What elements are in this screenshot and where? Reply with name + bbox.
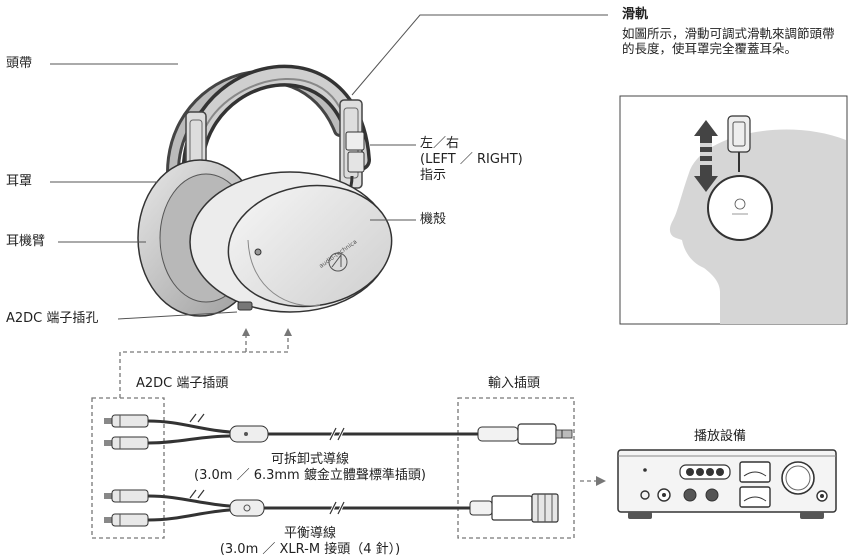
label-jack: A2DC 端子插孔 <box>6 311 99 326</box>
xlr-plug <box>469 493 559 523</box>
adjust-arrows <box>694 120 718 192</box>
label-cable2-name: 平衡導線 <box>283 526 336 541</box>
y-splitter <box>229 425 269 443</box>
balanced-a2dc-plug-bottom <box>104 513 149 527</box>
label-headband: 頭帶 <box>6 56 33 71</box>
label-cable1-name: 可拆卸式導線 <box>270 452 349 467</box>
label-arm: 耳機臂 <box>6 234 46 249</box>
a2dc-plug-top <box>104 414 149 428</box>
balanced-splitter <box>229 499 265 517</box>
label-a2dc-plug: A2DC 端子插頭 <box>136 376 229 391</box>
playback-device <box>617 449 837 519</box>
label-indicator-1: 左／右 <box>420 136 460 151</box>
connector-arrowheads <box>242 328 606 486</box>
a2dc-jack <box>237 301 253 311</box>
label-housing: 機殼 <box>420 212 447 227</box>
label-earpad: 耳罩 <box>6 174 33 189</box>
label-slider-desc: 如圖所示，滑動可調式滑軌來調節頭帶的長度，使耳罩完全覆蓋耳朵。 <box>622 26 835 56</box>
balanced-a2dc-plug-top <box>104 489 149 503</box>
cable-6-3mm <box>104 413 573 450</box>
cable-balanced <box>104 489 559 527</box>
label-cable2-spec: (3.0m ／ XLR-M 接頭（4 針）) <box>219 542 401 557</box>
slider-inset <box>619 95 848 325</box>
brand-logo <box>328 252 348 272</box>
label-cable1-spec: (3.0m ／ 6.3mm 鍍金立體聲標準插頭) <box>194 468 426 483</box>
leader-lines <box>50 14 608 320</box>
label-input-plug: 輸入插頭 <box>488 376 541 391</box>
inset-earcup <box>707 175 773 241</box>
label-indicator-2: (LEFT ／ RIGHT) <box>420 152 523 167</box>
a2dc-plug-bottom <box>104 436 149 450</box>
phone-plug-6-3mm <box>477 423 573 445</box>
label-slider-title: 滑軌 <box>622 7 649 22</box>
headphone-illustration <box>137 64 393 317</box>
label-device: 播放設備 <box>694 429 747 444</box>
connector-lines <box>91 336 596 539</box>
label-indicator-3: 指示 <box>420 168 447 183</box>
